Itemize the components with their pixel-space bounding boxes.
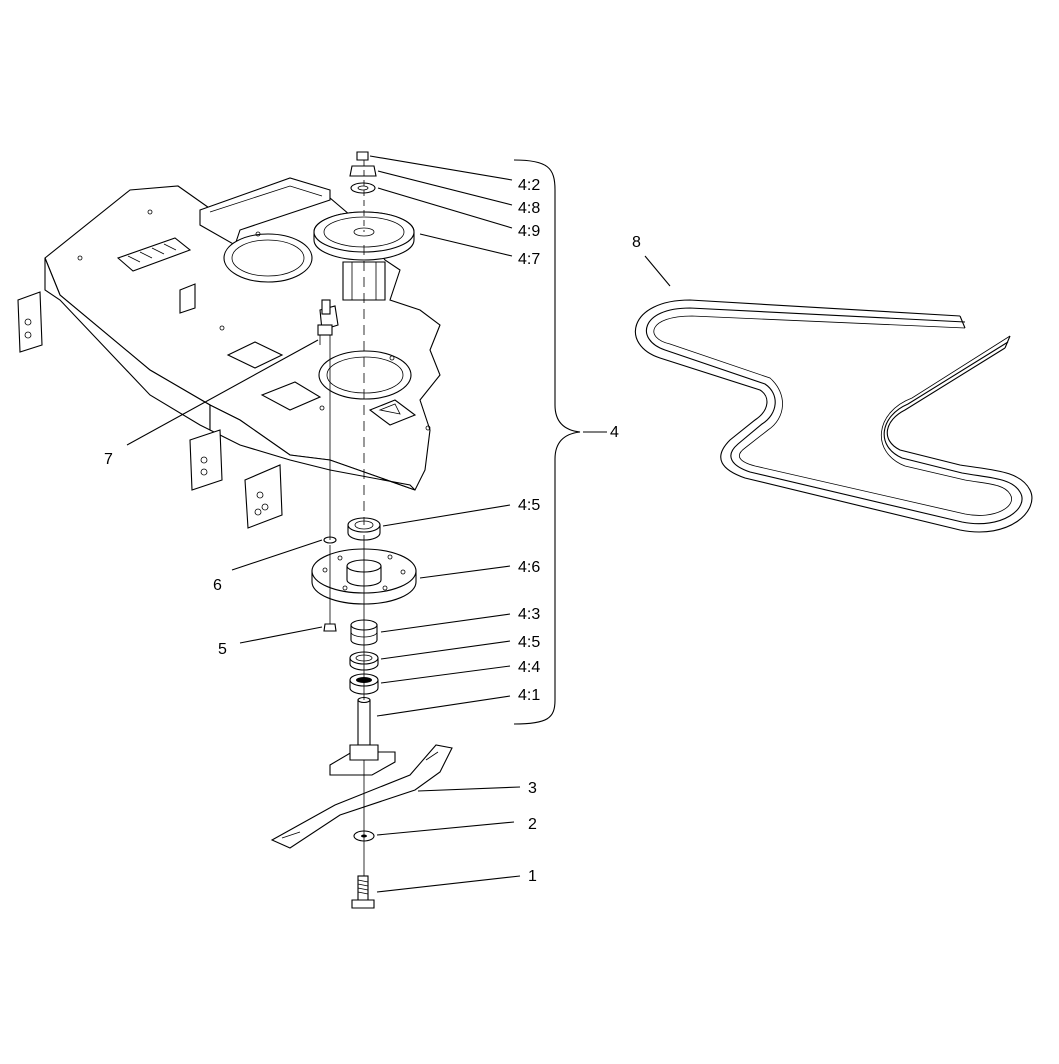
callout-4-5-lower: 4:5 xyxy=(518,634,540,651)
lower-spindle-parts xyxy=(270,517,453,909)
assembly-4-brace xyxy=(513,159,581,725)
callout-4-4: 4:4 xyxy=(518,659,540,676)
mower-deck-housing xyxy=(17,177,441,529)
center-lines xyxy=(329,160,365,876)
callout-2: 2 xyxy=(528,816,537,833)
callout-4-5-upper: 4:5 xyxy=(518,497,540,514)
bolt-7 xyxy=(317,324,333,336)
callout-3: 3 xyxy=(528,780,537,797)
callout-4-8: 4:8 xyxy=(518,200,540,217)
callout-5: 5 xyxy=(218,641,227,658)
callout-6: 6 xyxy=(213,577,222,594)
callout-7: 7 xyxy=(104,451,113,468)
blade-3 xyxy=(270,744,453,849)
nut-5 xyxy=(323,623,337,632)
nut-4-2 xyxy=(356,151,369,161)
callout-8: 8 xyxy=(632,234,641,251)
callout-4-9: 4:9 xyxy=(518,223,540,240)
bolt-1 xyxy=(351,875,375,909)
callout-4-1: 4:1 xyxy=(518,687,540,704)
spindle-shaft-4-1 xyxy=(329,696,396,776)
callout-4-3: 4:3 xyxy=(518,606,540,623)
leader-lines xyxy=(126,155,671,893)
callout-4-2: 4:2 xyxy=(518,177,540,194)
drive-belt-8 xyxy=(634,299,1033,533)
callout-4: 4 xyxy=(610,424,619,441)
callout-4-7: 4:7 xyxy=(518,251,540,268)
washer-4-9 xyxy=(350,182,376,194)
callout-4-6: 4:6 xyxy=(518,559,540,576)
nut-4-8 xyxy=(349,165,377,177)
callout-1: 1 xyxy=(528,868,537,885)
callout-labels: 4:2 4:8 4:9 4:7 4 4:5 4:6 4:3 4:5 4:4 4:… xyxy=(104,177,641,885)
